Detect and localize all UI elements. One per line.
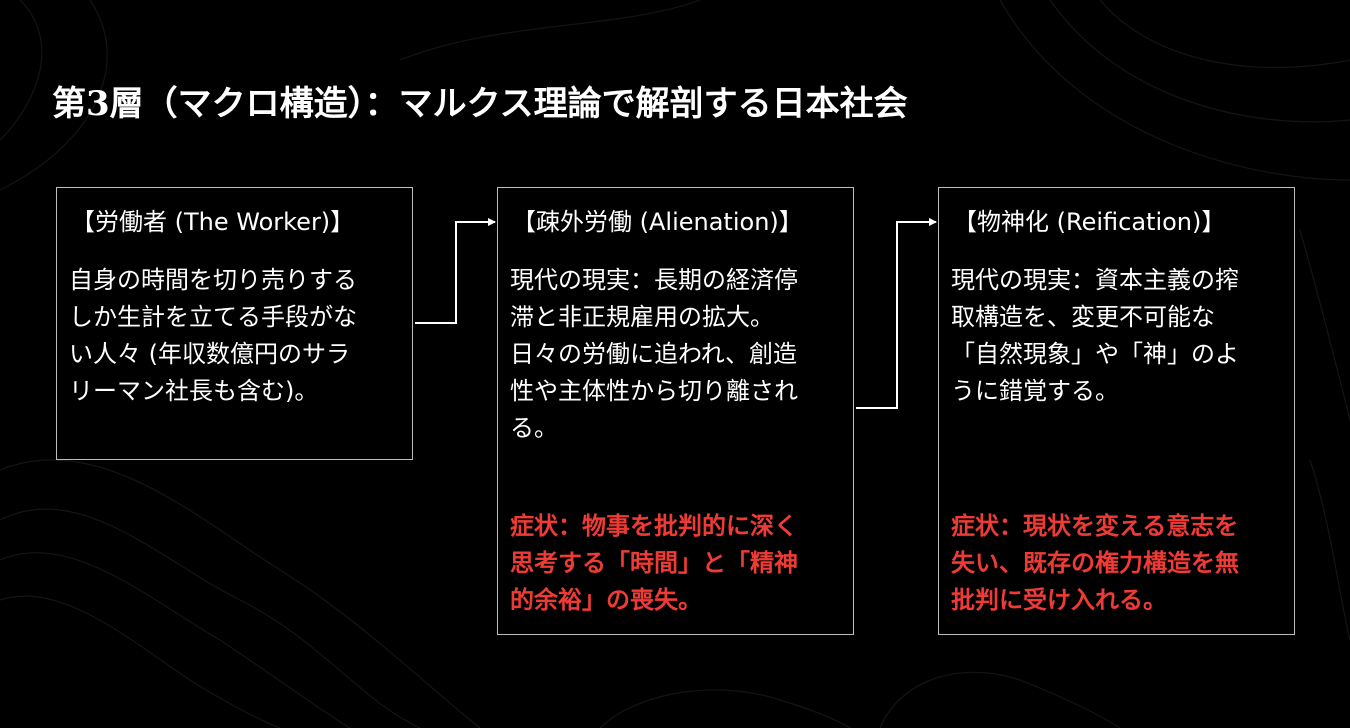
box-header: 【物神化 (Reification)】 bbox=[953, 208, 1226, 236]
body-line: リーマン社長も含む)。 bbox=[69, 377, 319, 405]
box-header: 【労働者 (The Worker)】 bbox=[71, 208, 355, 236]
box-body: 現代の現実：資本主義の搾 取構造を、変更不可能な 「自然現象」や「神」のよ うに… bbox=[951, 262, 1239, 410]
symptom-text: 症状：現状を変える意志を 失い、既存の権力構造を無 批判に受け入れる。 bbox=[951, 508, 1239, 619]
box-body: 現代の現実：長期の経済停 滞と非正規雇用の拡大。 日々の労働に追われ、創造 性や… bbox=[510, 262, 798, 447]
body-line: い人々 (年収数億円のサラ bbox=[69, 340, 350, 368]
symptom-line: 症状：現状を変える意志を bbox=[951, 512, 1239, 540]
body-line: 「自然現象」や「神」のよ bbox=[951, 340, 1239, 368]
box-body: 自身の時間を切り売りする しか生計を立てる手段がな い人々 (年収数億円のサラ … bbox=[69, 262, 357, 410]
body-line: 取構造を、変更不可能な bbox=[951, 303, 1215, 331]
box-header: 【疎外労働 (Alienation)】 bbox=[512, 208, 803, 236]
body-line: る。 bbox=[510, 414, 558, 442]
body-line: うに錯覚する。 bbox=[951, 377, 1119, 405]
symptom-line: 症状：物事を批判的に深く bbox=[510, 512, 798, 540]
body-line: 現代の現実：資本主義の搾 bbox=[951, 266, 1239, 294]
body-line: 現代の現実：長期の経済停 bbox=[510, 266, 798, 294]
body-line: 性や主体性から切り離され bbox=[510, 377, 798, 405]
body-line: 日々の労働に追われ、創造 bbox=[510, 340, 798, 368]
symptom-line: 的余裕」の喪失。 bbox=[510, 586, 702, 614]
body-line: しか生計を立てる手段がな bbox=[69, 303, 357, 331]
worker-box: 【労働者 (The Worker)】 自身の時間を切り売りする しか生計を立てる… bbox=[56, 187, 413, 460]
body-line: 滞と非正規雇用の拡大。 bbox=[510, 303, 774, 331]
symptom-line: 失い、既存の権力構造を無 bbox=[951, 549, 1239, 577]
symptom-text: 症状：物事を批判的に深く 思考する「時間」と「精神 的余裕」の喪失。 bbox=[510, 508, 798, 619]
slide-title: 第3層（マクロ構造）：マルクス理論で解剖する日本社会 bbox=[52, 84, 908, 124]
symptom-line: 思考する「時間」と「精神 bbox=[510, 549, 798, 577]
alienation-box: 【疎外労働 (Alienation)】 現代の現実：長期の経済停 滞と非正規雇用… bbox=[497, 187, 854, 635]
body-line: 自身の時間を切り売りする bbox=[69, 266, 357, 294]
symptom-line: 批判に受け入れる。 bbox=[951, 586, 1167, 614]
reification-box: 【物神化 (Reification)】 現代の現実：資本主義の搾 取構造を、変更… bbox=[938, 187, 1295, 635]
